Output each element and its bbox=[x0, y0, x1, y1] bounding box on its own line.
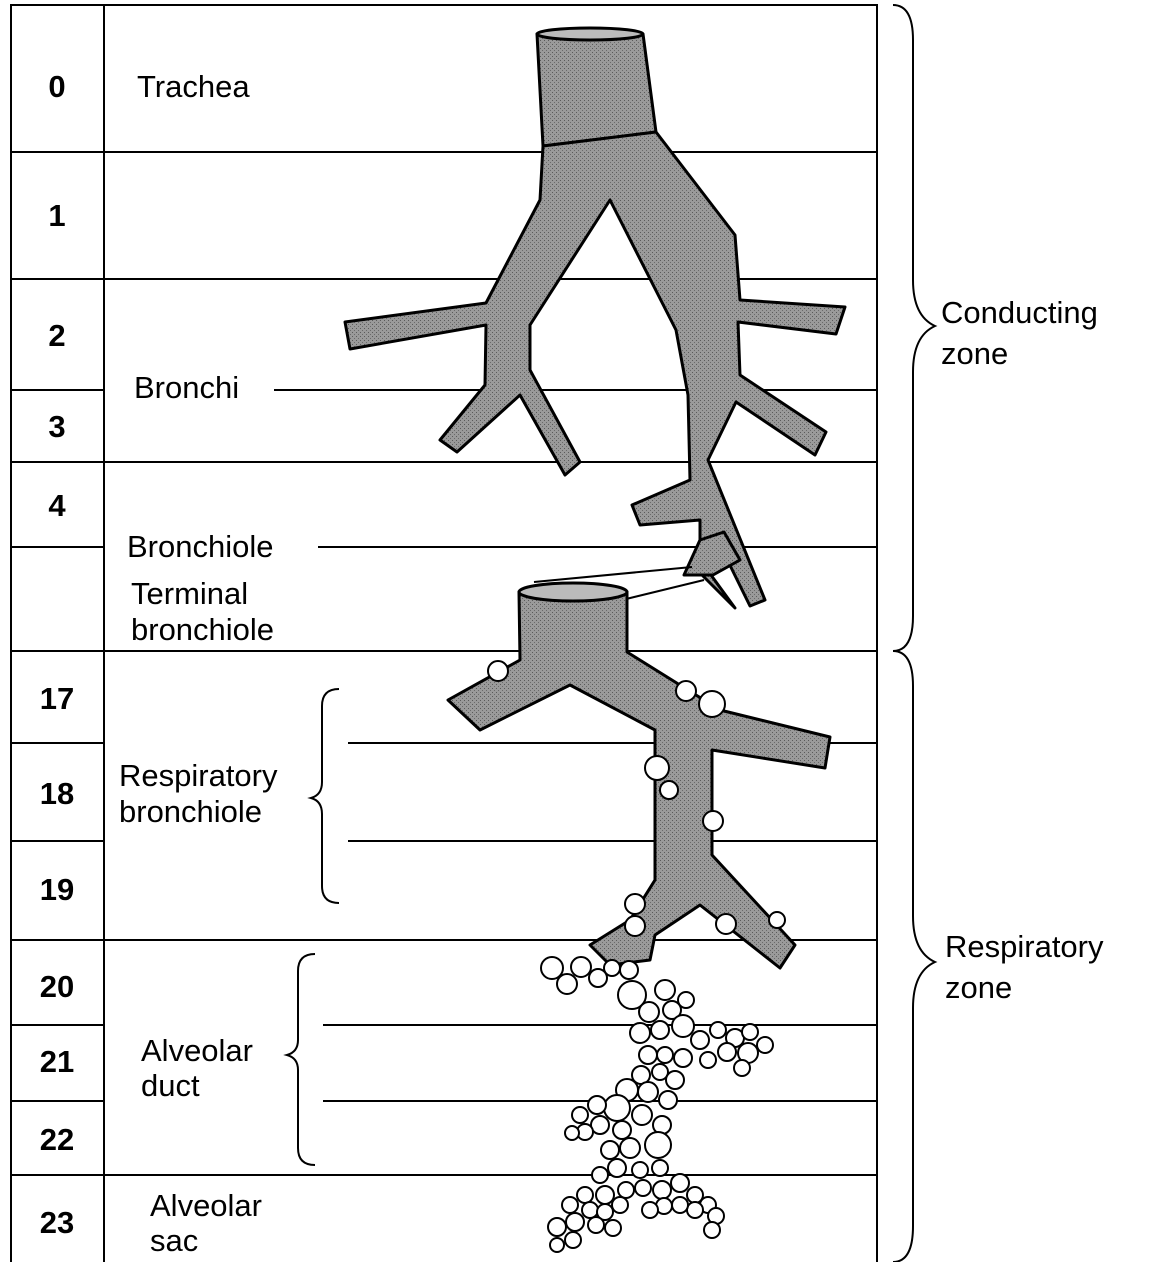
respiratory-zone-brace bbox=[893, 651, 935, 1262]
generation-number: 21 bbox=[40, 1044, 74, 1079]
alveolar-clusters bbox=[541, 957, 773, 1252]
generation-number: 23 bbox=[40, 1205, 74, 1240]
respiratory-tree bbox=[448, 583, 830, 968]
conducting-zone-label-line1: Conducting bbox=[941, 295, 1098, 330]
structure-labels: Trachea Bronchi Bronchiole Terminal bron… bbox=[119, 69, 278, 1258]
alveolar-sac-label-line1: Alveolar bbox=[150, 1188, 262, 1223]
respiratory-bronchiole-brace bbox=[311, 689, 339, 903]
alveolar-duct-brace bbox=[287, 954, 315, 1165]
generation-number: 0 bbox=[48, 69, 65, 104]
generation-number: 2 bbox=[48, 318, 65, 353]
conducting-zone-brace bbox=[893, 5, 935, 651]
generation-number: 22 bbox=[40, 1122, 74, 1157]
alveolar-duct-label-line2: duct bbox=[141, 1068, 200, 1103]
alveolar-sac-label-line2: sac bbox=[150, 1223, 198, 1258]
respiratory-zone-label-line2: zone bbox=[945, 970, 1012, 1005]
generation-number: 4 bbox=[48, 488, 66, 523]
bronchi-label: Bronchi bbox=[134, 370, 239, 405]
bronchiole-label: Bronchiole bbox=[127, 529, 273, 564]
terminal-bronchiole-label-line1: Terminal bbox=[131, 576, 248, 611]
terminal-bronchiole-label-line2: bronchiole bbox=[131, 612, 274, 647]
respiratory-zone-label-line1: Respiratory bbox=[945, 929, 1104, 964]
conducting-zone-label-line2: zone bbox=[941, 336, 1008, 371]
generation-number: 18 bbox=[40, 776, 74, 811]
trachea-label: Trachea bbox=[137, 69, 250, 104]
respiratory-bronchiole-label-line1: Respiratory bbox=[119, 758, 278, 793]
generation-number: 20 bbox=[40, 969, 74, 1004]
generation-number: 19 bbox=[40, 872, 74, 907]
bronchial-tree bbox=[345, 28, 845, 608]
trachea-tube bbox=[537, 34, 656, 146]
main-bronchi bbox=[345, 132, 845, 608]
alveolar-duct-label-line1: Alveolar bbox=[141, 1033, 253, 1068]
generation-number: 1 bbox=[48, 198, 65, 233]
generation-number: 17 bbox=[40, 681, 74, 716]
generation-number: 3 bbox=[48, 409, 65, 444]
respiratory-bronchiole-label-line2: bronchiole bbox=[119, 794, 262, 829]
generation-numbers: 0 1 2 3 4 17 18 19 20 21 22 23 bbox=[40, 69, 74, 1240]
